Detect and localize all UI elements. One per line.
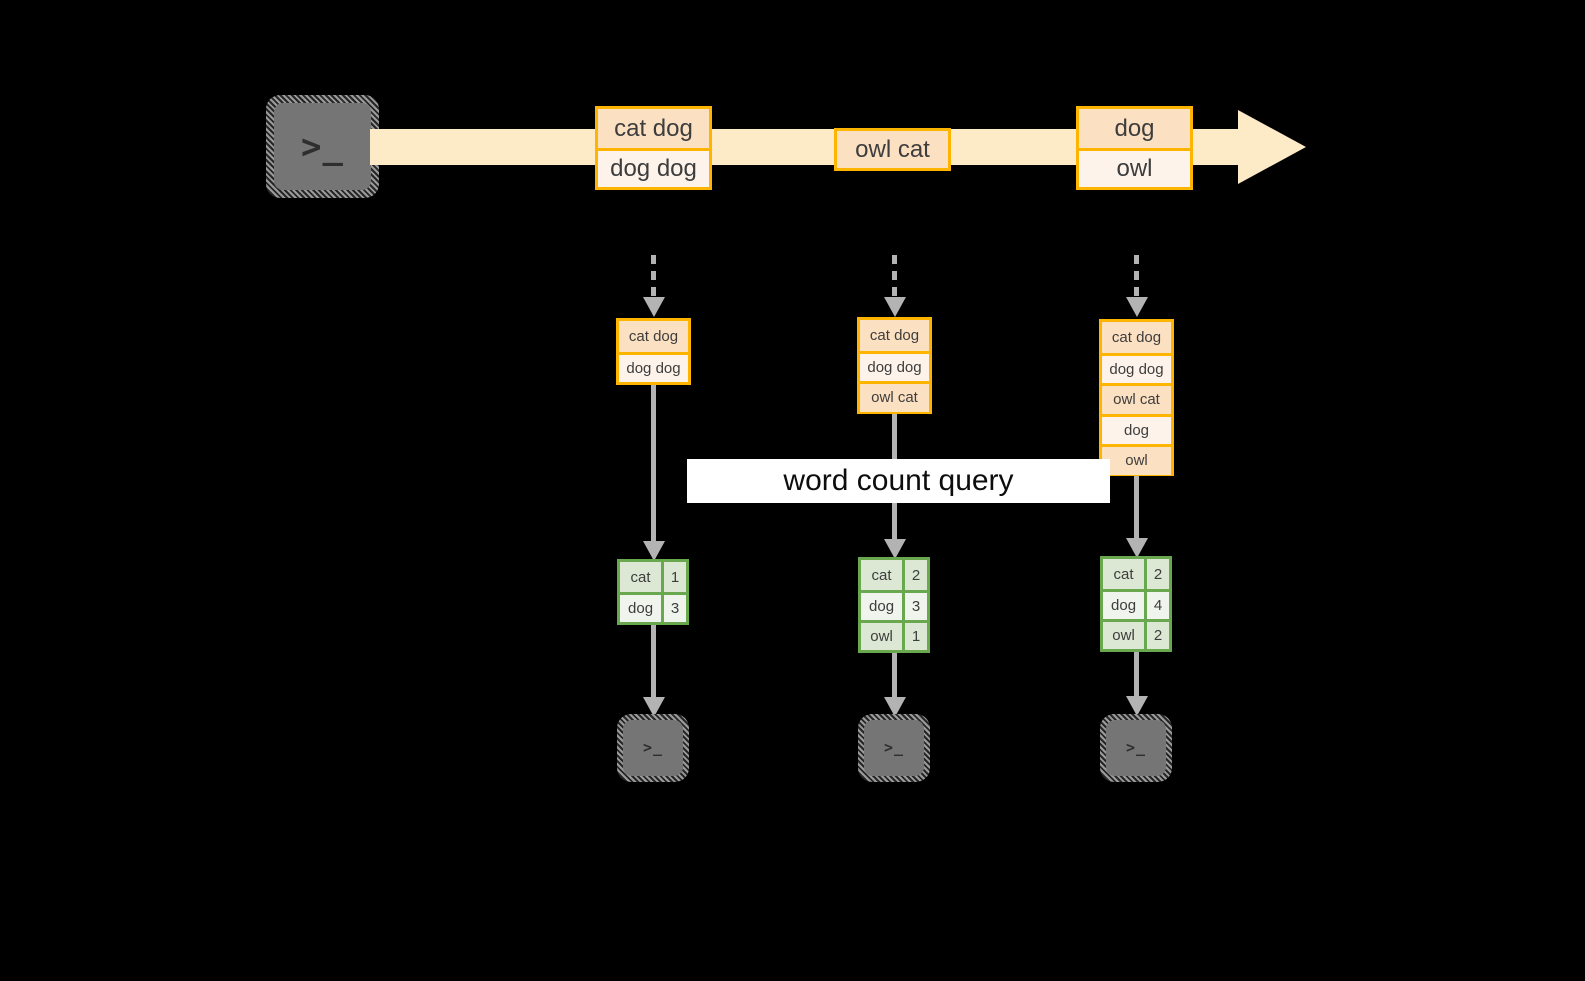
stream-batch-1: cat dog dog dog [595, 106, 712, 190]
stage-2-query-arrowhead-icon [883, 539, 906, 559]
stage-2-sink-arrow-line [892, 653, 897, 699]
stage-2-sink-terminal-prompt-glyph: >_ [883, 738, 905, 757]
stage-3-query-arrow [1125, 476, 1156, 558]
stage-2-accumulated-line-2: dog dog [860, 350, 929, 381]
stage-1-accumulated-line-1: cat dog [619, 321, 688, 352]
stage-2-input-arrow [883, 255, 914, 317]
stage-1-input-arrow [642, 255, 673, 317]
stage-3-result-count-2: 4 [1144, 592, 1169, 619]
stage-3-accumulated-line-3: owl cat [1102, 383, 1171, 414]
source-terminal-screen: >_ [274, 103, 371, 190]
stream-arrowhead-icon [1238, 110, 1306, 184]
stage-1-result-count-2: 3 [661, 595, 686, 622]
stage-3-sink-arrow-line [1134, 652, 1139, 698]
stage-3-sink-arrow [1125, 652, 1156, 716]
stage-1-result-word-1: cat [620, 562, 662, 592]
stage-3-accumulated-line-1: cat dog [1102, 322, 1171, 353]
table-row: dog 3 [861, 590, 927, 620]
table-row: dog 3 [620, 592, 686, 622]
stream-batch-3-line-1: dog [1079, 109, 1190, 148]
table-row: owl 1 [861, 620, 927, 650]
stage-3-sink-terminal-icon: >_ [1100, 714, 1172, 782]
stage-2-sink-terminal-screen: >_ [864, 720, 924, 776]
stage-3-input-arrow [1125, 255, 1156, 317]
stage-1-query-arrow-line [651, 385, 656, 543]
stage-3-result-table: cat 2 dog 4 owl 2 [1100, 556, 1172, 652]
stage-1-sink-arrowhead-icon [642, 697, 665, 717]
stage-2-result-count-3: 1 [902, 623, 927, 650]
stage-2-input-arrow-line [892, 255, 897, 299]
stream-batch-3: dog owl [1076, 106, 1193, 190]
stage-1-sink-terminal-screen: >_ [623, 720, 683, 776]
stage-3-result-word-1: cat [1103, 559, 1145, 589]
stage-3-result-count-1: 2 [1144, 559, 1169, 589]
source-terminal-icon: >_ [266, 95, 379, 198]
stage-1-sink-arrow-line [651, 625, 656, 699]
stage-2-result-count-2: 3 [902, 593, 927, 620]
stream-batch-2-line-1: owl cat [837, 131, 948, 168]
stage-2-accumulated-line-3: owl cat [860, 381, 929, 412]
stage-2-result-table: cat 2 dog 3 owl 1 [858, 557, 930, 653]
stage-2-result-count-1: 2 [902, 560, 927, 590]
table-row: cat 2 [861, 560, 927, 590]
stage-1-input-arrow-line [651, 255, 656, 299]
query-label-text: word count query [783, 464, 1014, 497]
table-row: cat 2 [1103, 559, 1169, 589]
stage-3-accumulated-line-5: owl [1102, 444, 1171, 475]
stage-2-result-word-3: owl [861, 623, 903, 650]
source-terminal-prompt-glyph: >_ [301, 126, 344, 167]
table-row: owl 2 [1103, 619, 1169, 649]
table-row: dog 4 [1103, 589, 1169, 619]
stage-3-accumulated-line-4: dog [1102, 413, 1171, 444]
stage-2-accumulated-line-1: cat dog [860, 320, 929, 351]
stage-1-query-arrowhead-icon [642, 541, 665, 561]
stage-2-result-word-2: dog [861, 593, 903, 620]
stage-3-query-arrow-line [1134, 476, 1139, 540]
stage-1-sink-arrow [642, 625, 673, 717]
stage-3-input-arrowhead-icon [1125, 297, 1148, 317]
stage-3-input-arrow-line [1134, 255, 1139, 299]
stage-3-accumulated-line-2: dog dog [1102, 352, 1171, 383]
stream-batch-1-line-1: cat dog [598, 109, 709, 148]
stage-3-sink-terminal-screen: >_ [1106, 720, 1166, 776]
stage-1-result-count-1: 1 [661, 562, 686, 592]
stage-1-input-arrowhead-icon [642, 297, 665, 317]
stream-batch-2: owl cat [834, 128, 951, 171]
stage-1-accumulated-line-2: dog dog [619, 351, 688, 382]
stage-2-sink-terminal-icon: >_ [858, 714, 930, 782]
table-row: cat 1 [620, 562, 686, 592]
stage-2-sink-arrow [883, 653, 914, 717]
stage-1-result-word-2: dog [620, 595, 662, 622]
stage-2-accumulated-records: cat dog dog dog owl cat [857, 317, 932, 414]
stage-1-sink-terminal-icon: >_ [617, 714, 689, 782]
stage-3-sink-terminal-prompt-glyph: >_ [1125, 738, 1147, 757]
stream-batch-3-line-2: owl [1079, 148, 1190, 187]
stream-batch-1-line-2: dog dog [598, 148, 709, 187]
stage-1-accumulated-records: cat dog dog dog [616, 318, 691, 385]
stage-3-result-word-2: dog [1103, 592, 1145, 619]
stage-2-input-arrowhead-icon [883, 297, 906, 317]
stage-3-accumulated-records: cat dog dog dog owl cat dog owl [1099, 319, 1174, 476]
stage-3-result-word-3: owl [1103, 622, 1145, 649]
stage-1-sink-terminal-prompt-glyph: >_ [642, 738, 664, 757]
stage-1-result-table: cat 1 dog 3 [617, 559, 689, 625]
stage-3-query-arrowhead-icon [1125, 538, 1148, 558]
query-label: word count query [687, 459, 1110, 503]
stage-1-query-arrow [642, 385, 673, 561]
stage-2-sink-arrowhead-icon [883, 697, 906, 717]
stage-3-sink-arrowhead-icon [1125, 696, 1148, 716]
stage-2-result-word-1: cat [861, 560, 903, 590]
stage-3-result-count-3: 2 [1144, 622, 1169, 649]
